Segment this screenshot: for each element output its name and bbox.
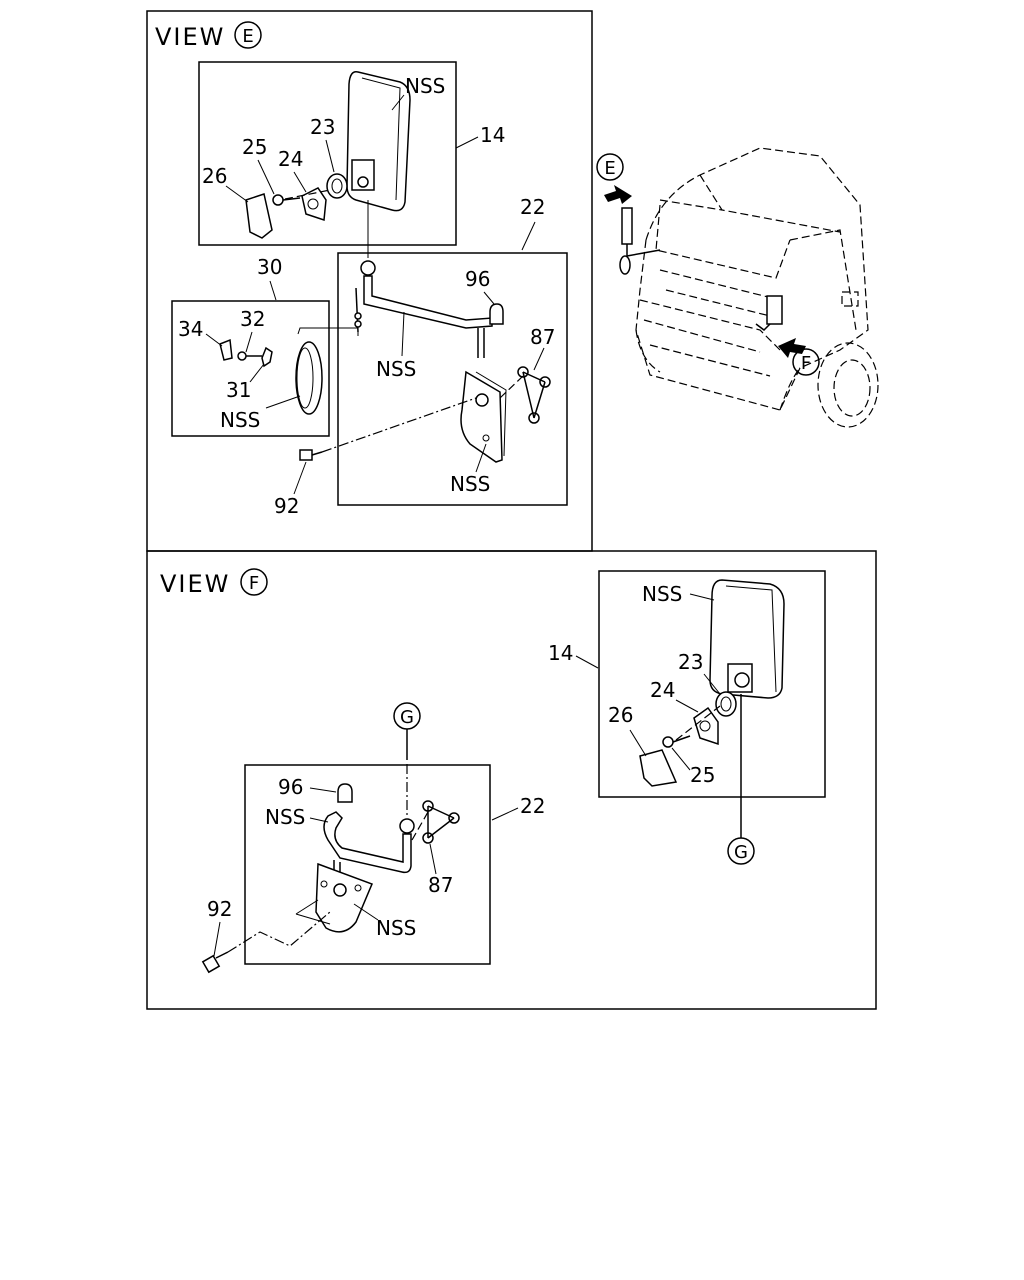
view-f-bracket-box [244,764,491,965]
view-e-bracket-box [337,252,568,506]
view-e-label-nss-mirror: NSS [405,74,445,98]
view-f-label-92: 92 [207,897,232,921]
view-e-label-92: 92 [274,494,299,518]
view-e-arrow: E [596,153,632,204]
view-f-cap-23 [715,691,737,717]
view-f-plate-26 [639,749,678,787]
view-f-title: VIEW [160,570,230,598]
view-f-label-14: 14 [548,641,573,665]
view-f-label-25: 25 [690,763,715,787]
view-e-link-87 [499,366,551,424]
view-f-base-bracket [295,862,373,933]
view-e-label-24: 24 [278,147,303,171]
view-f-label-24: 24 [650,678,675,702]
view-e-label-96: 96 [465,267,490,291]
view-e-guard-box [171,300,330,437]
svg-text:E: E [242,26,253,47]
view-e-guard-ring [295,341,323,415]
view-e-plate-26 [245,193,273,239]
svg-text:G: G [734,842,748,863]
view-e-cover-24 [301,187,327,222]
truck-right-mirror [755,295,783,331]
view-e-label-26: 26 [202,164,227,188]
view-e-screw-25 [272,194,301,206]
view-e-title: VIEW [155,23,225,51]
view-e-bolt-92 [299,397,477,461]
view-e-screw-32 [237,351,262,361]
view-e-label-30: 30 [257,255,282,279]
view-f-label-87: 87 [428,873,453,897]
view-f-label-nss-arm: NSS [265,805,305,829]
view-e-clip-96 [489,303,504,325]
view-e-label-nss-bracket: NSS [450,472,490,496]
view-f-bolt-92 [201,911,331,974]
view-e-label-14: 14 [480,123,505,147]
view-f-label-22: 22 [520,794,545,818]
view-e-label-nss-guard: NSS [220,408,260,432]
view-e-cap-23 [326,173,348,199]
view-e-label-87: 87 [530,325,555,349]
view-f-label-96: 96 [278,775,303,799]
view-f-g-top: G [393,702,421,730]
view-e-label-32: 32 [240,307,265,331]
view-f-arrow: F [778,338,820,376]
view-e-label-23: 23 [310,115,335,139]
view-f-label-26: 26 [608,703,633,727]
view-e-nut-31 [261,346,273,368]
view-e-base-bracket [460,370,507,463]
view-e-label-nss-arm: NSS [376,357,416,381]
view-f-mirror-box [598,570,826,798]
view-e-panel: VIEW E NSS [146,10,593,552]
view-e-mirror-head [346,71,411,212]
truck-callout-f: F [801,353,811,374]
truck-left-mirror [619,207,661,275]
view-f-circle-letter: F [240,568,268,596]
view-f-clip-96 [337,783,353,803]
svg-text:F: F [249,573,259,594]
view-e-label-31: 31 [226,378,251,402]
view-e-mirror-box [198,61,457,246]
view-e-label-25: 25 [242,135,267,159]
view-f-panel: VIEW F NSS 14 [146,550,877,1010]
view-e-label-22: 22 [520,195,545,219]
truck-callout-e: E [604,158,615,179]
view-f-link-87 [411,800,460,844]
view-f-label-nss-mirror: NSS [642,582,682,606]
svg-text:G: G [400,707,414,728]
view-f-screw-25 [662,735,691,748]
view-f-label-23: 23 [678,650,703,674]
view-f-cover-24 [693,706,719,746]
view-e-clip-34 [219,338,233,361]
view-e-label-34: 34 [178,317,203,341]
truck-illustration: E F [596,147,879,428]
view-f-g-bottom: G [727,837,755,865]
view-f-label-nss-bracket: NSS [376,916,416,940]
view-e-circle-letter: E [234,21,262,49]
view-f-mirror-head [709,579,785,699]
